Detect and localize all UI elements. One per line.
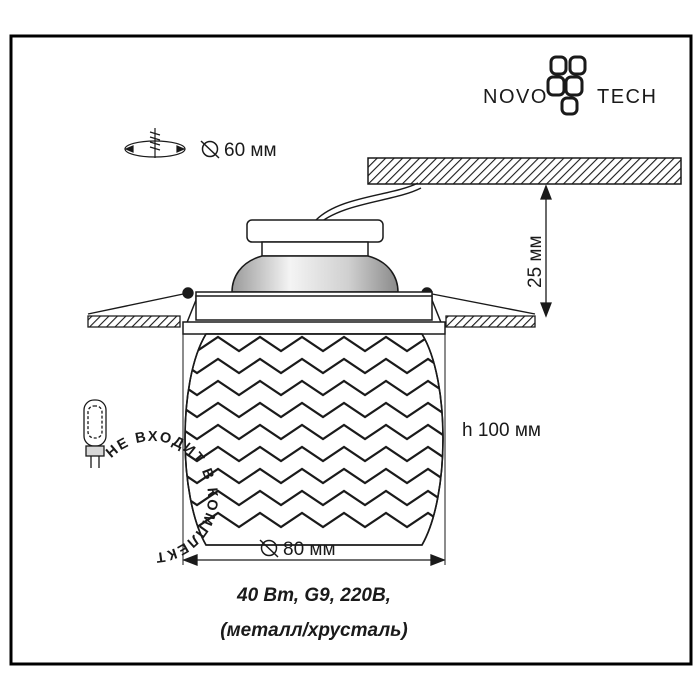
brand-logo: NOVO TECH: [483, 55, 657, 116]
zigzag-row: [185, 423, 443, 441]
zigzag-row: [185, 335, 443, 353]
zigzag-row: [185, 379, 443, 397]
zigzag-row: [185, 401, 443, 419]
spec-line-2: (металл/хрусталь): [220, 620, 408, 641]
diameter-icon: [259, 539, 279, 558]
brand-mark-icon: [546, 55, 587, 116]
cutout-symbol-icon: [124, 128, 186, 158]
depth-dimension-line: [540, 184, 552, 318]
zigzag-row: [185, 445, 443, 463]
outer-frame: [9, 34, 693, 666]
shade-pattern: [185, 335, 443, 529]
mounting-ring: [182, 291, 446, 335]
ceiling-slab: [367, 157, 682, 185]
diameter-icon: [200, 140, 220, 159]
power-cable: [315, 182, 419, 221]
brand-name-left: NOVO: [483, 86, 548, 108]
zigzag-row: [185, 467, 443, 485]
crystal-shade: [184, 333, 444, 546]
zigzag-row: [185, 489, 443, 507]
spec-line-1: 40 Вт, G9, 220В,: [236, 585, 391, 606]
brand-name-right: TECH: [597, 86, 657, 108]
cutout-diameter-label: 60 мм: [224, 140, 277, 161]
g9-bulb-icon: [83, 399, 107, 468]
height-label: h 100 мм: [462, 420, 541, 441]
width-dimension-line: [182, 554, 446, 566]
shade-diameter-label: 80 мм: [283, 539, 336, 560]
spring-clips: [87, 287, 536, 315]
zigzag-row: [185, 357, 443, 375]
extension-lines: [182, 334, 446, 565]
lamp-holder-cap: [231, 219, 399, 293]
zigzag-row: [185, 511, 443, 529]
ceiling-panel: [87, 315, 536, 328]
recess-depth-label: 25 мм: [525, 235, 546, 288]
